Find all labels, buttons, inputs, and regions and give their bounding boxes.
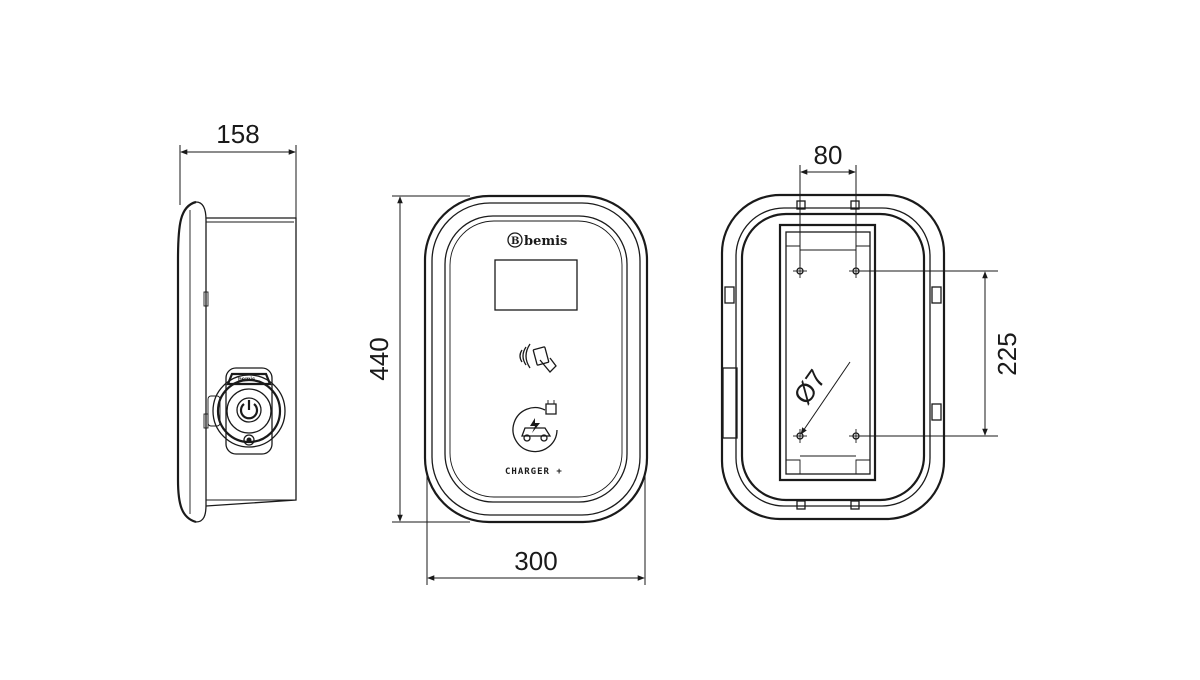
- brand-name: bemis: [524, 234, 567, 249]
- rear-housing-outer: [720, 193, 946, 521]
- front-width-label: 300: [514, 546, 557, 576]
- side-bezel-inner: [195, 201, 207, 523]
- front-view: B bemis CHARGER + 440: [364, 194, 649, 585]
- side-view: bemis 158: [176, 119, 297, 524]
- mounting-hole: [793, 264, 807, 278]
- front-housing-outer: [423, 194, 649, 524]
- charging-socket: bemis: [207, 367, 286, 455]
- rfid-card-icon: [519, 343, 557, 373]
- side-body: [205, 217, 297, 507]
- hole-spacing-y-label: 225: [992, 332, 1022, 375]
- mounting-plate: [778, 223, 877, 482]
- side-bezel-outer: [176, 200, 197, 524]
- hole-spacing-x-label: 80: [814, 140, 843, 170]
- brand-logo: B bemis: [507, 232, 567, 249]
- mounting-hole: [793, 429, 807, 443]
- mounting-holes: [793, 264, 863, 443]
- front-panel: [444, 215, 628, 503]
- rear-view: Ø7 80 225: [720, 140, 1022, 521]
- display-screen: [494, 259, 578, 311]
- ev-charging-icon: [512, 400, 558, 453]
- hole-diameter-label: Ø7: [787, 364, 831, 410]
- power-button-icon: [236, 397, 262, 423]
- svg-text:B: B: [511, 236, 519, 247]
- front-height-label: 440: [364, 337, 394, 380]
- side-depth-label: 158: [216, 119, 259, 149]
- model-label: CHARGER +: [505, 467, 563, 477]
- hole-diameter-leader: [800, 361, 851, 435]
